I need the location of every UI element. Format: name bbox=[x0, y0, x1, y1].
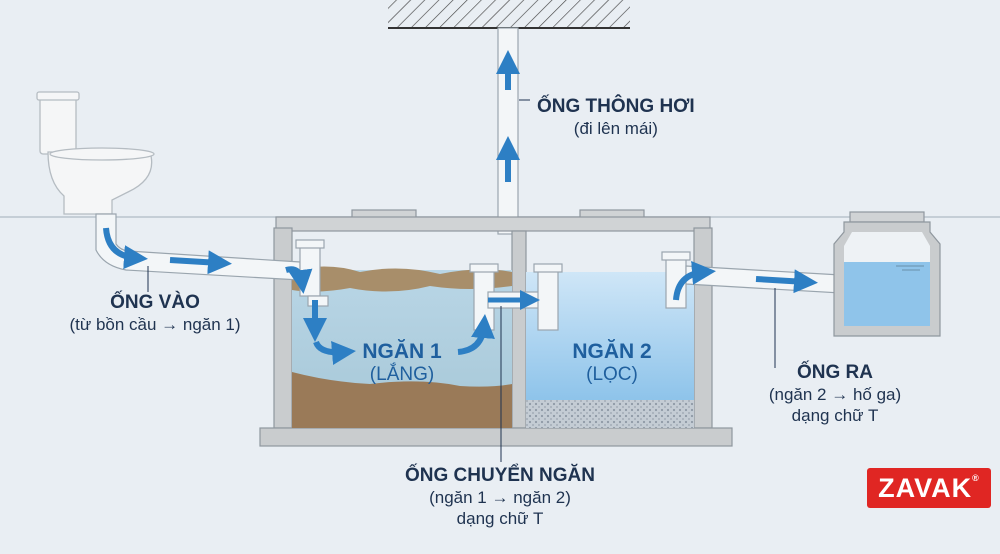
inlet-tee-arrow bbox=[285, 266, 313, 294]
inlet-arrow-bend bbox=[103, 227, 148, 270]
chamber2-subtitle: (LỌC) bbox=[586, 364, 638, 385]
transfer-subtitle: (ngăn 1 → ngăn 2) bbox=[429, 488, 571, 507]
chamber2-title: NGĂN 2 bbox=[572, 340, 652, 363]
outlet-arrow-up bbox=[673, 260, 716, 301]
brand-name: ZAVAK bbox=[878, 473, 973, 503]
transfer-label: ỐNG CHUYỂN NGĂN (ngăn 1 → ngăn 2) dạng c… bbox=[390, 465, 610, 529]
vent-pipe bbox=[497, 27, 519, 235]
brand-mark: ® bbox=[972, 473, 980, 483]
tank-lids bbox=[275, 209, 711, 232]
transfer-title: ỐNG CHUYỂN NGĂN bbox=[404, 465, 595, 486]
manhole bbox=[833, 211, 941, 337]
toilet-icon bbox=[36, 91, 155, 215]
inlet-pipe bbox=[95, 213, 301, 281]
vent-title: ỐNG THÔNG HƠI bbox=[537, 96, 695, 117]
vent-label: ỐNG THÔNG HƠI (đi lên mái) bbox=[537, 96, 695, 139]
inlet-subtitle: (từ bồn cầu → ngăn 1) bbox=[69, 315, 241, 334]
chamber1-label: NGĂN 1 (LẮNG) bbox=[352, 340, 452, 386]
chamber2-label: NGĂN 2 (LỌC) bbox=[562, 340, 662, 386]
tank-walls bbox=[259, 227, 733, 447]
outlet-tee bbox=[661, 251, 691, 309]
roof bbox=[388, 0, 630, 29]
chamber2-filter-media bbox=[526, 400, 694, 428]
vent-subtitle: (đi lên mái) bbox=[573, 119, 658, 138]
inlet-label: ỐNG VÀO (từ bồn cầu → ngăn 1) bbox=[40, 292, 270, 335]
outlet-label: ỐNG RA (ngăn 2 → hố ga) dạng chữ T bbox=[740, 362, 930, 426]
transfer-shape: dạng chữ T bbox=[456, 509, 544, 528]
brand-logo: ZAVAK® bbox=[867, 468, 991, 508]
chamber1-subtitle: (LẮNG) bbox=[369, 364, 435, 385]
inlet-title: ỐNG VÀO bbox=[110, 292, 200, 313]
transfer-arrow-up bbox=[457, 314, 495, 355]
inlet-arrow bbox=[169, 250, 232, 275]
outlet-title: ỐNG RA bbox=[797, 362, 873, 383]
outlet-subtitle: (ngăn 2 → hố ga) bbox=[768, 385, 902, 404]
curve-arrow bbox=[313, 340, 356, 365]
outlet-shape: dạng chữ T bbox=[791, 406, 879, 425]
chamber1-title: NGĂN 1 bbox=[362, 340, 442, 363]
outlet-arrow bbox=[755, 269, 818, 294]
chamber1-sludge bbox=[292, 372, 512, 428]
chamber1-scum bbox=[292, 266, 512, 292]
